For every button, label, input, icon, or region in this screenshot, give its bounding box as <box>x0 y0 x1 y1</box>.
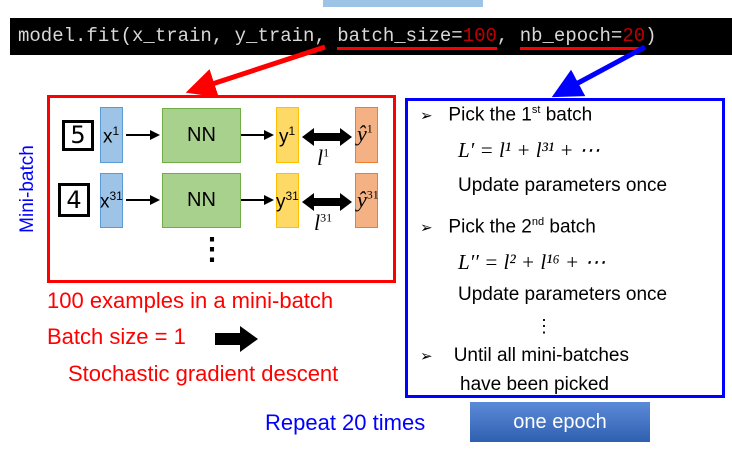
input-x-label: x1 <box>103 124 119 148</box>
yhat-sup: 31 <box>366 187 379 202</box>
input-x-box <box>100 107 123 163</box>
nn-box: NN <box>162 173 241 228</box>
output-y-box <box>276 107 299 163</box>
output-y-label: y1 <box>279 124 295 148</box>
output-y-box <box>276 173 299 228</box>
digit-image: 5 <box>62 120 94 151</box>
bullet-icon: ➢ <box>420 107 433 125</box>
minibatch-label: Mini-batch <box>17 145 38 233</box>
output-y-label: y31 <box>276 189 299 213</box>
x-text: x <box>103 126 113 148</box>
red-arrow <box>185 44 326 98</box>
update-text-2: Update parameters once <box>458 284 668 305</box>
code-line: model.fit(x_train, y_train, batch_size=1… <box>10 18 732 55</box>
y-text: y <box>276 191 286 213</box>
x-text: x <box>100 191 110 213</box>
pick1-text: Pick the 1 <box>448 104 532 126</box>
loss-sup: 1 <box>323 145 330 160</box>
pick1-end: batch <box>540 104 593 126</box>
bullet-until: ➢ Until all mini-batches <box>420 345 629 367</box>
epoch-steps-box <box>405 98 725 398</box>
target-yhat-label: ŷ1 <box>357 121 373 147</box>
until-text-1: Until all mini-batches <box>453 345 629 366</box>
bullet-icon: ➢ <box>420 348 433 365</box>
yhat-sup: 1 <box>366 121 373 136</box>
formula-second: L′′ = l² + l¹⁶ + ⋯ <box>458 250 606 274</box>
y-sup: 1 <box>288 124 296 138</box>
minibatch-box <box>47 95 396 283</box>
batch-size-text: Batch size = 1 <box>47 324 186 349</box>
batch-value: 100 <box>462 25 497 47</box>
code-prefix: model.fit(x_train, y_train, <box>18 25 338 47</box>
yhat-text: ŷ <box>357 187 367 212</box>
sgd-text: Stochastic gradient descent <box>68 361 339 386</box>
input-x-label: x31 <box>100 189 123 213</box>
loss-label: l31 <box>314 210 332 236</box>
epoch-value: 20 <box>622 25 646 47</box>
title-fragment-box <box>323 0 483 7</box>
pick1-sup: st <box>531 104 541 116</box>
loss-sup: 31 <box>320 210 333 225</box>
vertical-dots: ⋮ <box>197 233 227 266</box>
y-text: y <box>279 126 289 148</box>
bullet-pick-second: ➢ Pick the 2nd batch <box>420 216 596 238</box>
bullet-pick-first: ➢ Pick the 1st batch <box>420 104 592 126</box>
formula-first: L′ = l¹ + l³¹ + ⋯ <box>458 138 600 162</box>
update-text-1: Update parameters once <box>458 175 668 196</box>
code-sep: , <box>496 25 520 47</box>
x-sup: 31 <box>109 189 123 203</box>
y-sup: 31 <box>285 189 299 203</box>
double-arrow-1 <box>302 128 352 146</box>
pick2-sup: nd <box>531 216 545 228</box>
target-yhat-box <box>355 107 378 163</box>
yhat-text: ŷ <box>357 121 367 146</box>
blue-arrow <box>551 44 647 98</box>
double-arrow-2 <box>302 193 352 211</box>
pick2-text: Pick the 2 <box>448 216 532 238</box>
loss-label: l1 <box>317 145 329 171</box>
target-yhat-label: ŷ31 <box>357 187 379 213</box>
one-epoch-button[interactable]: one epoch <box>470 402 650 442</box>
batch-key: batch_size= <box>337 25 463 47</box>
repeat-text: Repeat 20 times <box>265 410 426 435</box>
epoch-arg: nb_epoch=20 <box>519 25 646 50</box>
loss-text: l <box>314 210 321 235</box>
epoch-key: nb_epoch= <box>519 25 623 47</box>
pick2-end: batch <box>544 216 596 238</box>
digit-image: 4 <box>58 183 90 217</box>
batch-size-arg: batch_size=100 <box>337 25 497 50</box>
input-x-box <box>100 173 123 228</box>
bullet-icon: ➢ <box>420 219 433 237</box>
loss-text: l <box>317 145 324 170</box>
right-dots: ⋮ <box>535 316 553 336</box>
nn-box: NN <box>162 108 241 163</box>
black-right-arrow <box>215 326 258 352</box>
examples-text: 100 examples in a mini-batch <box>47 288 334 313</box>
x-sup: 1 <box>112 124 120 138</box>
target-yhat-box <box>355 173 378 228</box>
until-text-2: have been picked <box>460 374 609 395</box>
code-suffix: ) <box>645 25 657 47</box>
